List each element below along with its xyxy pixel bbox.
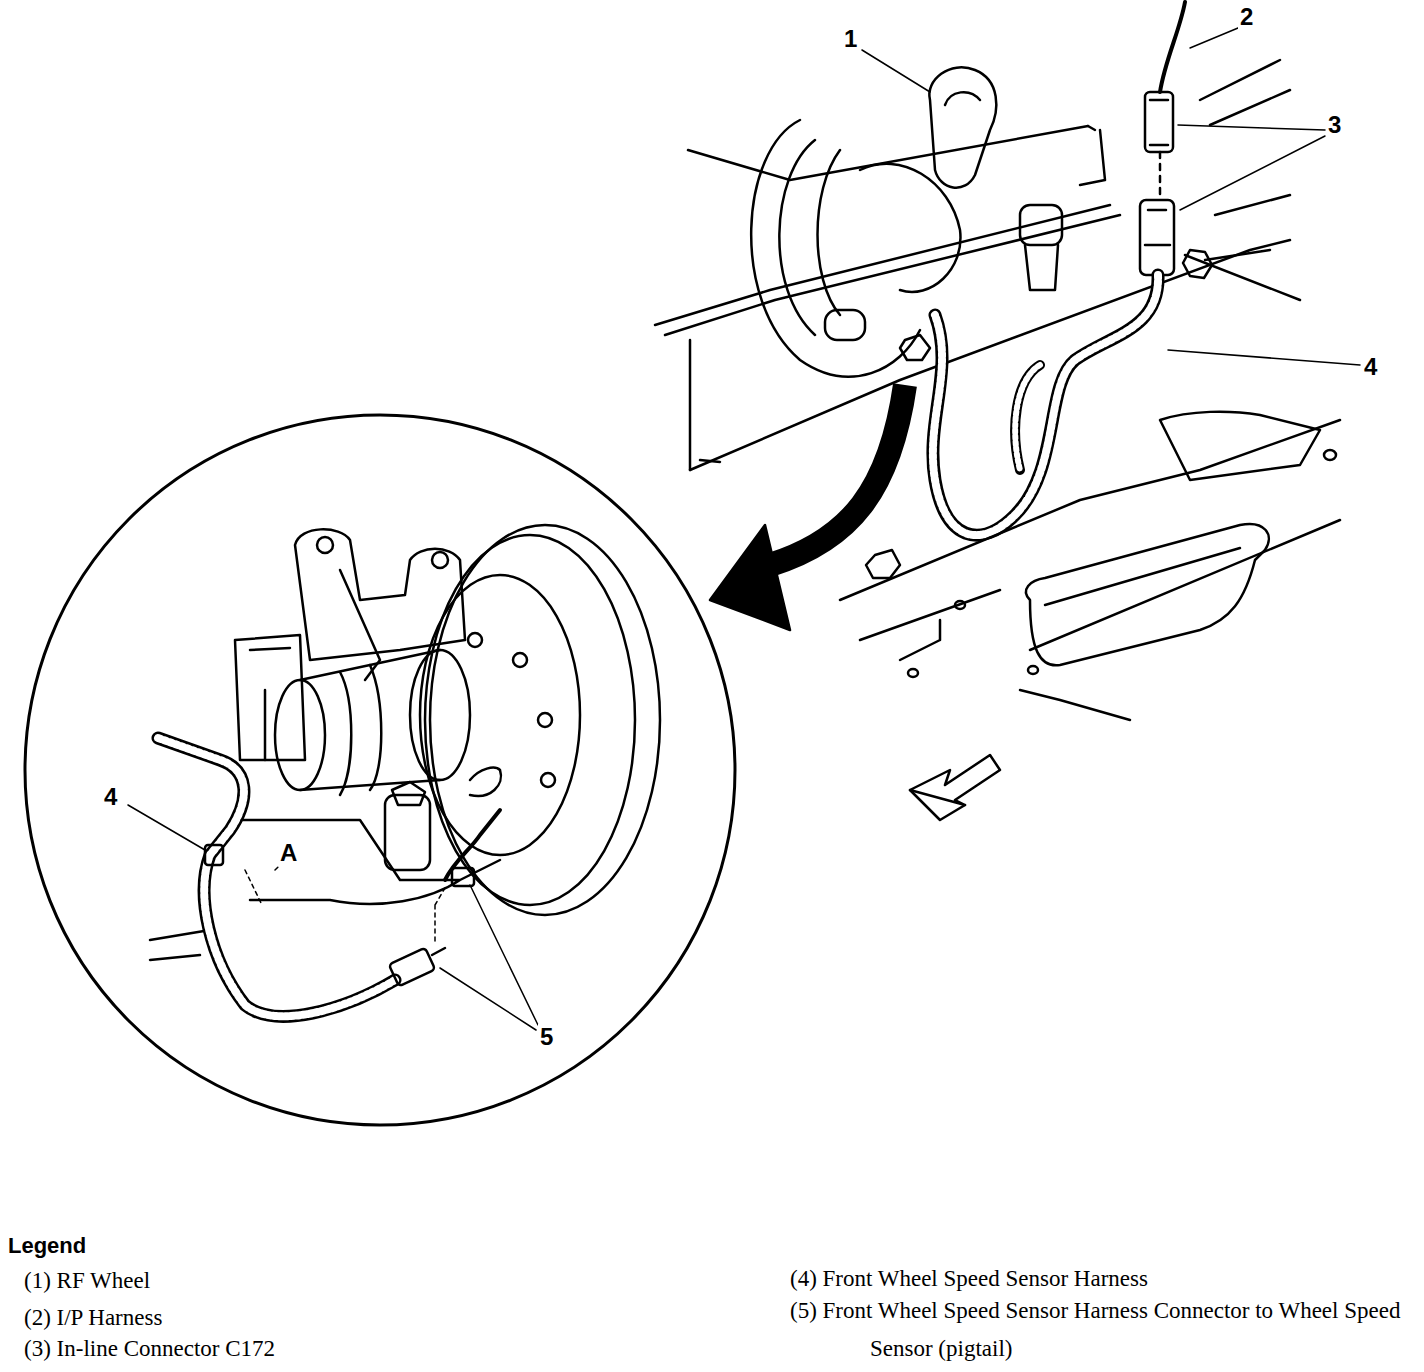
shock-mount — [1020, 205, 1062, 245]
fender-edge — [688, 126, 1088, 180]
detail-circle — [25, 415, 735, 1125]
rotor-outline — [751, 120, 920, 377]
leader-line — [862, 50, 930, 92]
hole — [432, 552, 448, 568]
clip — [452, 868, 474, 886]
sensor-mount — [470, 768, 501, 796]
reference-line — [435, 888, 445, 945]
slot-inner — [1045, 548, 1240, 605]
frame-rail — [700, 460, 720, 462]
harness-conduit — [1015, 365, 1040, 470]
stud — [825, 310, 865, 340]
callout-number: 4 — [102, 784, 119, 810]
connector-half — [1140, 200, 1174, 275]
clip — [205, 845, 223, 865]
nut — [866, 550, 900, 578]
zoom-arrow — [770, 385, 905, 565]
shock-mount — [1025, 245, 1058, 290]
frame-rail — [655, 205, 1110, 325]
hole — [1324, 450, 1336, 460]
harness-conduit-ribs — [1015, 365, 1040, 470]
crossmember — [1020, 690, 1130, 720]
frame-rail — [689, 340, 692, 470]
knuckle — [929, 67, 996, 187]
connector-detail — [1145, 210, 1170, 245]
legend-entry: (4) Front Wheel Speed Sensor Harness — [790, 1261, 1148, 1298]
hole — [317, 537, 333, 553]
leader-line — [1168, 350, 1360, 365]
harness-conduit-ribs — [158, 738, 395, 1016]
pigtail — [432, 948, 445, 955]
legend-entry: (1) RF Wheel — [24, 1263, 150, 1300]
knuckle-arm — [340, 570, 380, 680]
hole — [908, 669, 918, 677]
caliper-detail — [250, 648, 290, 760]
callout-number: 4 — [1362, 354, 1379, 380]
rotor — [430, 525, 660, 915]
connector-detail — [1150, 100, 1168, 145]
leader-line — [1190, 28, 1238, 48]
frame-rail — [665, 215, 1120, 335]
rotor-inner — [779, 140, 815, 335]
leader-line — [1178, 125, 1325, 210]
steering-knuckle — [295, 529, 465, 660]
motion-lines — [150, 930, 210, 960]
connector — [389, 948, 435, 987]
ip-harness — [1160, 2, 1185, 92]
mating-line — [1159, 152, 1162, 200]
stud-hole — [468, 633, 482, 647]
leader-line — [128, 805, 205, 850]
callout-number: 3 — [1326, 112, 1343, 138]
legend-heading: Legend — [8, 1234, 86, 1258]
crossmember — [900, 620, 940, 660]
slot — [1026, 524, 1269, 665]
legend-entry: (2) I/P Harness — [24, 1300, 162, 1337]
bracket — [1080, 126, 1105, 185]
hub-bands — [340, 665, 381, 795]
connector-half — [1145, 92, 1173, 152]
direction-arrow-edge — [910, 790, 965, 820]
lower-arm — [240, 820, 500, 904]
leader-line — [440, 885, 538, 1030]
stud-hole — [538, 713, 552, 727]
hole — [955, 601, 965, 609]
bracket — [1160, 412, 1320, 480]
hub — [860, 164, 960, 292]
callout-number: 5 — [538, 1024, 555, 1050]
nut — [900, 335, 930, 360]
nut — [392, 782, 425, 805]
crossmember — [840, 420, 1340, 600]
stud-hole — [541, 773, 555, 787]
direction-arrow — [910, 755, 1000, 805]
knuckle-detail — [945, 92, 980, 105]
rotor-edge — [425, 535, 635, 905]
caliper — [235, 635, 305, 760]
harness-conduit-ribs — [933, 275, 1158, 535]
hole — [1028, 666, 1038, 674]
hub-end — [275, 680, 325, 790]
callout-number: 2 — [1238, 4, 1255, 30]
legend-entry: (5) Front Wheel Speed Sensor Harness Con… — [790, 1292, 1418, 1368]
zoom-arrowhead — [710, 525, 790, 630]
harness-conduit — [933, 275, 1158, 535]
fitting — [1183, 250, 1212, 278]
frame-rail — [690, 240, 1290, 470]
hub-flange — [410, 650, 470, 780]
callout-number: 1 — [842, 26, 859, 52]
harness-conduit — [158, 738, 395, 1016]
stud-hole — [513, 653, 527, 667]
callout-number: A — [278, 840, 299, 866]
legend-entry: (3) In-line Connector C172 — [24, 1331, 275, 1368]
